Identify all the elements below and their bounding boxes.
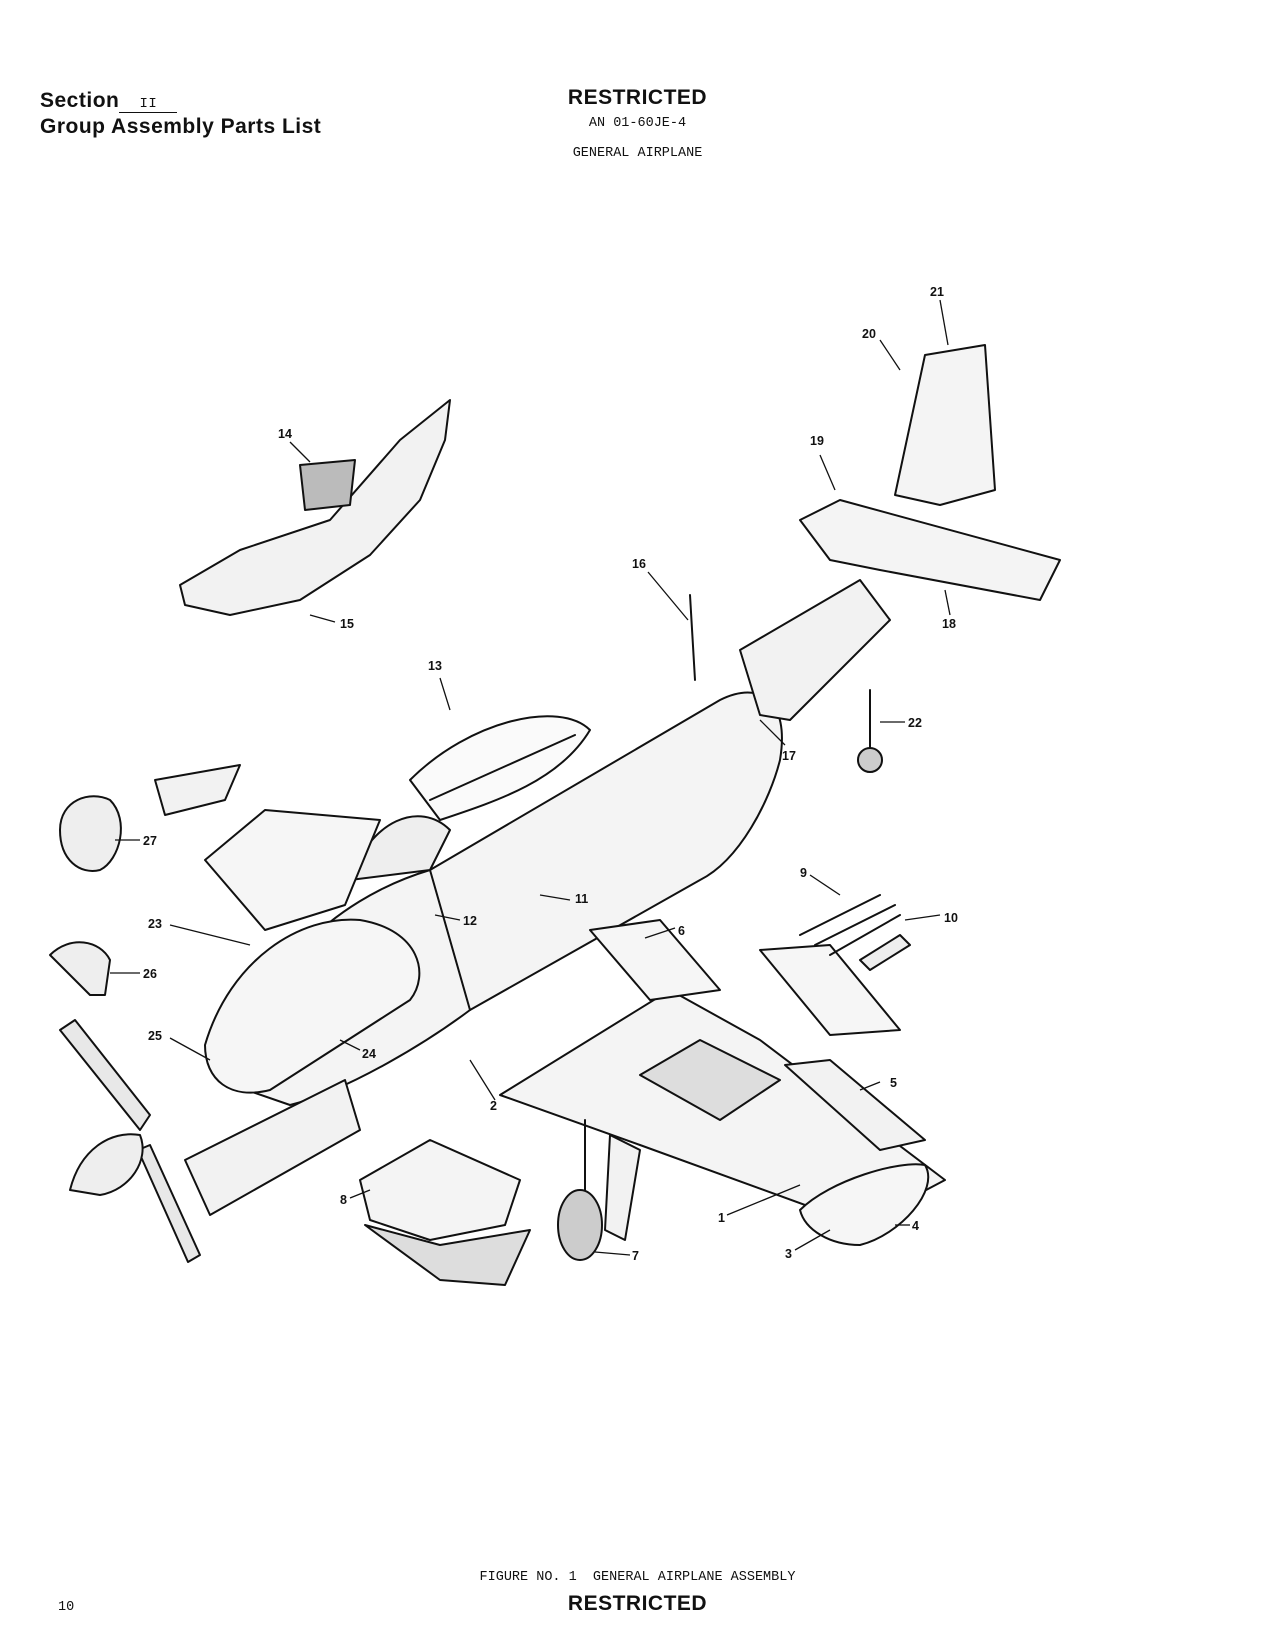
cowl-assembly-14 bbox=[179, 399, 451, 616]
callout-18: 18 bbox=[942, 617, 956, 631]
rear-fuselage-shape bbox=[739, 579, 891, 721]
tail-wheel bbox=[857, 747, 883, 773]
callout-5: 5 bbox=[890, 1076, 897, 1090]
callout-labels: 1 2 3 4 5 6 7 8 9 10 11 12 13 14 15 16 1… bbox=[143, 285, 958, 1263]
fuselage-side-line bbox=[429, 869, 471, 1011]
callout-24: 24 bbox=[362, 1047, 376, 1061]
callout-15: 15 bbox=[340, 617, 354, 631]
callout-20: 20 bbox=[862, 327, 876, 341]
footer-classification: RESTRICTED bbox=[567, 1592, 708, 1615]
callout-23: 23 bbox=[148, 917, 162, 931]
antenna-mast bbox=[689, 594, 696, 681]
section-value: II bbox=[119, 96, 178, 113]
callout-21: 21 bbox=[930, 285, 944, 299]
duct-26 bbox=[49, 941, 111, 996]
callout-6: 6 bbox=[678, 924, 685, 938]
oil-tank-27 bbox=[59, 795, 122, 872]
wing-panel-5 bbox=[759, 944, 901, 1036]
wing-panel-6 bbox=[589, 919, 721, 1001]
group-title: Group Assembly Parts List bbox=[40, 115, 322, 138]
subject-title: GENERAL AIRPLANE bbox=[572, 146, 703, 161]
callout-8: 8 bbox=[340, 1193, 347, 1207]
document-number: AN 01-60JE-4 bbox=[588, 116, 687, 131]
callout-7: 7 bbox=[632, 1249, 639, 1263]
header-classification: RESTRICTED bbox=[567, 86, 708, 109]
canopy-frame bbox=[429, 734, 576, 801]
horizontal-tail-shape bbox=[799, 499, 1061, 601]
section-label: Section bbox=[40, 89, 120, 112]
page-number: 10 bbox=[58, 1600, 75, 1615]
gear-door bbox=[604, 1134, 641, 1241]
wing-flap-5 bbox=[784, 1059, 926, 1151]
callout-10: 10 bbox=[944, 911, 958, 925]
callout-4: 4 bbox=[912, 1219, 919, 1233]
spinner-shape bbox=[69, 1133, 144, 1196]
callout-17: 17 bbox=[782, 749, 796, 763]
left-wing-shape bbox=[204, 809, 381, 931]
propeller-blade-upper bbox=[59, 1019, 151, 1131]
left-flap-shape bbox=[154, 764, 241, 816]
figure-caption: FIGURE NO. 1 GENERAL AIRPLANE ASSEMBLY bbox=[479, 1570, 796, 1585]
callout-26: 26 bbox=[143, 967, 157, 981]
guns-9 bbox=[799, 894, 901, 956]
belly-scoop-shape bbox=[184, 1079, 361, 1216]
callout-1: 1 bbox=[718, 1211, 725, 1225]
callout-13: 13 bbox=[428, 659, 442, 673]
callout-11: 11 bbox=[575, 892, 588, 906]
callout-19: 19 bbox=[810, 434, 824, 448]
cowl-shape bbox=[204, 918, 421, 1094]
cooler-14 bbox=[299, 459, 356, 511]
tank-base-grid bbox=[364, 1224, 531, 1286]
callout-3: 3 bbox=[785, 1247, 792, 1261]
callout-16: 16 bbox=[632, 557, 646, 571]
callout-22: 22 bbox=[908, 716, 922, 730]
callout-14: 14 bbox=[278, 427, 292, 441]
leader-lines bbox=[110, 299, 951, 1256]
callout-2: 2 bbox=[490, 1099, 497, 1113]
landing-gear-wheel bbox=[557, 1189, 603, 1261]
wing-bay-shape bbox=[639, 1039, 781, 1121]
callout-12: 12 bbox=[463, 914, 477, 928]
callout-27: 27 bbox=[143, 834, 157, 848]
gun-pod-10 bbox=[859, 934, 911, 971]
fuel-tank-8 bbox=[359, 1139, 521, 1241]
callout-25: 25 bbox=[148, 1029, 162, 1043]
callout-9: 9 bbox=[800, 866, 807, 880]
vertical-tail-shape bbox=[894, 344, 996, 506]
